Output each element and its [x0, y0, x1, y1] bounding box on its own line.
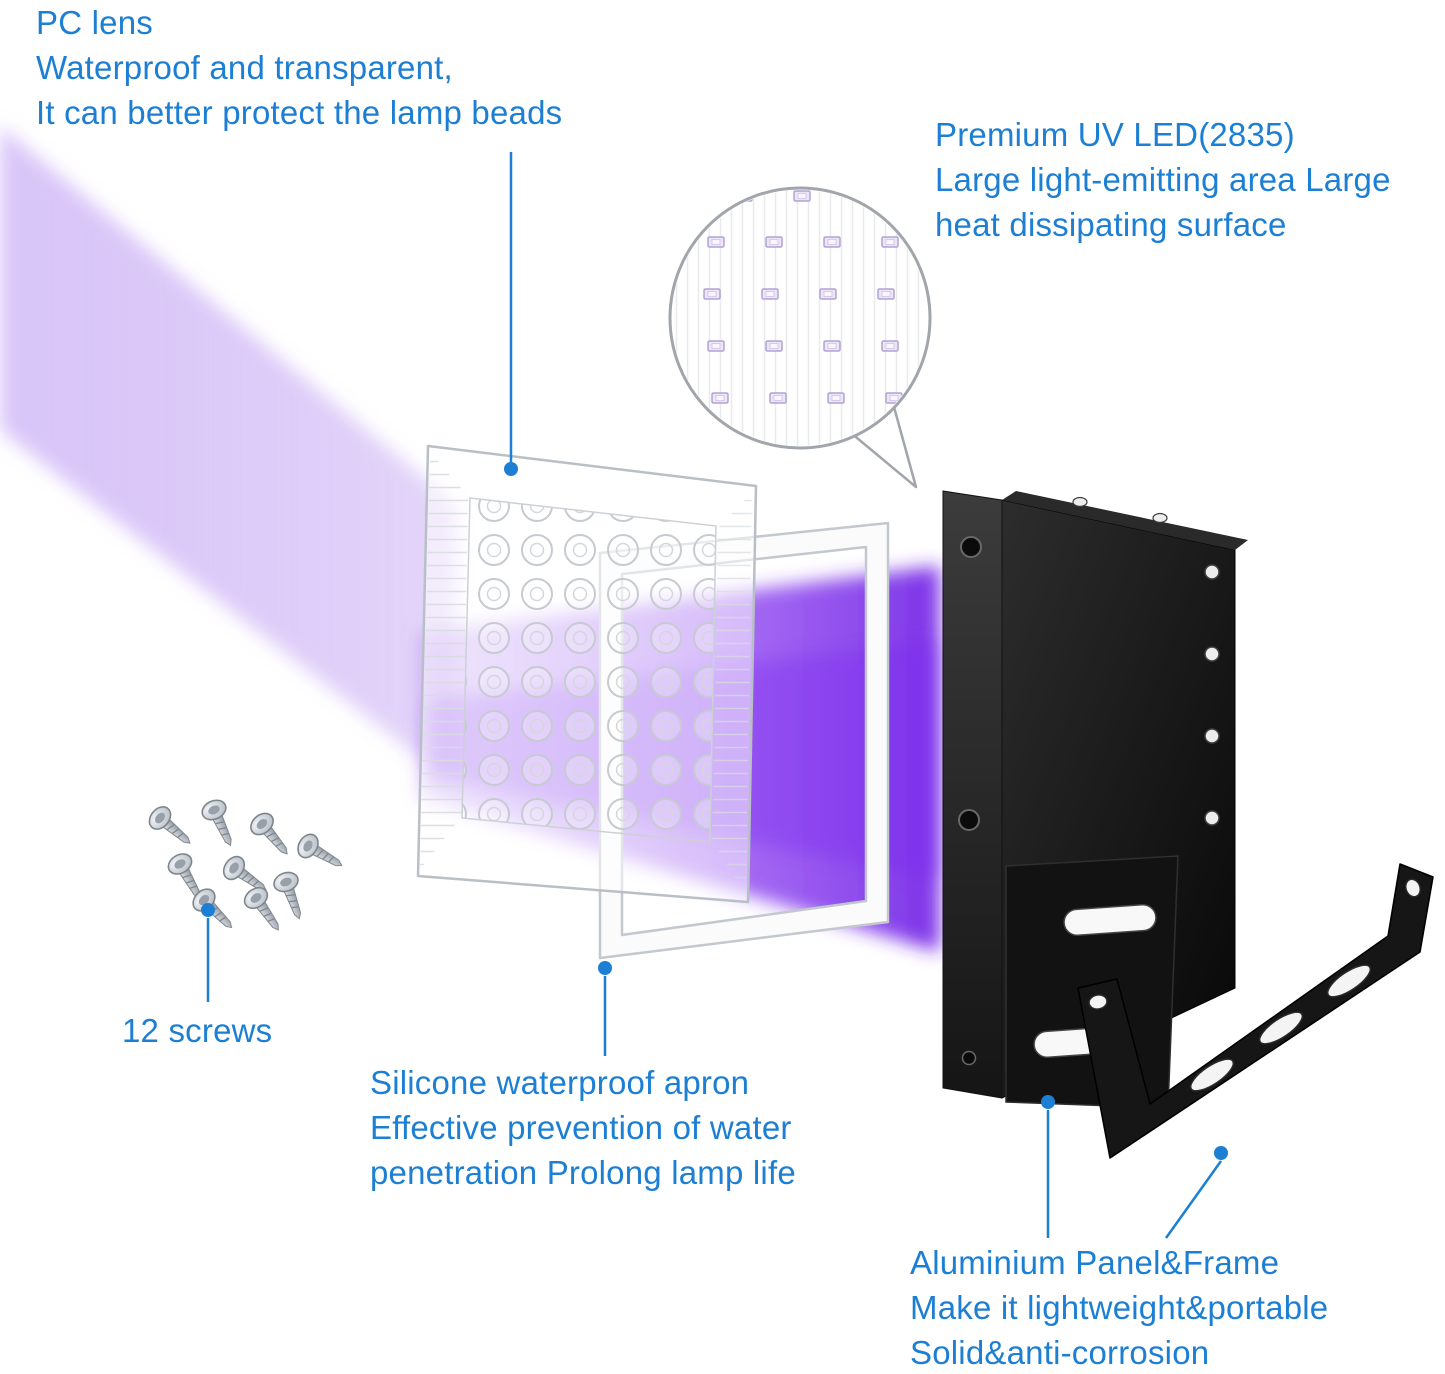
bracket-leader-dot: [1214, 1146, 1228, 1160]
label-line: Large light-emitting area Large: [935, 161, 1391, 198]
label-line: Solid&anti-corrosion: [910, 1334, 1210, 1371]
mounting-bracket-drawing: [1077, 863, 1434, 1159]
uv-led-label: Premium UV LED(2835) Large light-emittin…: [935, 112, 1391, 247]
screws-drawing: [144, 795, 349, 938]
label-line: 12 screws: [122, 1012, 273, 1049]
panel-hole: [1204, 564, 1220, 580]
label-line: Effective prevention of water: [370, 1109, 792, 1146]
apron-label: Silicone waterproof apron Effective prev…: [370, 1060, 796, 1195]
panel-hole: [1204, 810, 1220, 826]
bracket-arm-hole: [1088, 994, 1108, 1010]
lens-bump-array: [462, 498, 716, 842]
label-line: Premium UV LED(2835): [935, 116, 1295, 153]
housing-top-flange: [1002, 491, 1248, 550]
panel-hole: [1204, 646, 1220, 662]
label-line: Aluminium Panel&Frame: [910, 1244, 1280, 1281]
aluminium-label: Aluminium Panel&Frame Make it lightweigh…: [910, 1240, 1328, 1374]
label-line: Make it lightweight&portable: [910, 1289, 1329, 1326]
bezel-screw-hole: [960, 536, 982, 558]
bracket-slot: [1189, 1058, 1235, 1092]
lens-rib-left: [420, 452, 468, 870]
screws-leader-dot: [201, 903, 215, 917]
label-line: heat dissipating surface: [935, 206, 1287, 243]
pc-lens-drawing: [416, 444, 758, 904]
pc-lens-label: PC lens Waterproof and transparent, It c…: [36, 0, 562, 135]
leader-lines: [201, 152, 1228, 1239]
led-chip-grid: [672, 190, 928, 446]
label-line: Silicone waterproof apron: [370, 1064, 750, 1101]
housing-front-bezel: [942, 490, 1003, 1099]
flange-hole: [1152, 512, 1168, 524]
lens-inner-outline: [461, 497, 717, 843]
label-line: PC lens: [36, 4, 153, 41]
plate-slot: [1063, 903, 1157, 937]
bracket-body: [1077, 863, 1434, 1159]
panel-hole: [1204, 728, 1220, 744]
label-line: penetration Prolong lamp life: [370, 1154, 796, 1191]
bezel-screw-hole: [958, 809, 980, 831]
uv-beam-left: [0, 126, 456, 786]
bracket-arm-hole: [1404, 878, 1422, 898]
bracket-slot: [1258, 1011, 1304, 1045]
bracket-leader-line: [1164, 1160, 1223, 1239]
screws-label: 12 screws: [122, 1008, 272, 1053]
housing-mounting-plate: [1005, 855, 1179, 1109]
label-line: It can better protect the lamp beads: [36, 94, 563, 131]
lens-rib-right: [712, 492, 752, 896]
led-closeup-callout: [668, 186, 932, 489]
label-line: Waterproof and transparent,: [36, 49, 453, 86]
bezel-screw-hole: [961, 1050, 977, 1066]
housing-drawing: [942, 490, 1248, 1109]
flange-hole: [1072, 496, 1088, 508]
apron-leader-dot: [598, 961, 612, 975]
bracket-slot: [1326, 964, 1372, 998]
panel-leader-dot: [1041, 1095, 1055, 1109]
pc-lens-leader-dot: [504, 462, 518, 476]
